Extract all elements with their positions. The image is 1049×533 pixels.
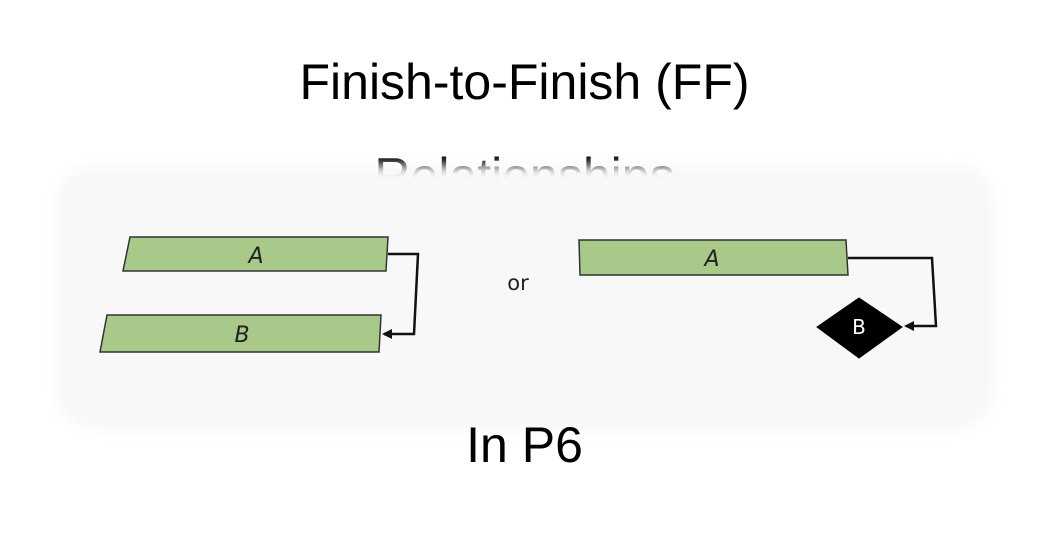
footer-caption: In P6 xyxy=(466,417,583,473)
diagram-background xyxy=(55,165,995,430)
left-bar-b-label: B xyxy=(234,323,249,348)
milestone-b-label: B xyxy=(852,315,866,339)
milestone-diamond-shape xyxy=(816,297,903,359)
title-line-1: Finish-to-Finish (FF) xyxy=(299,54,750,110)
right-milestone: B xyxy=(816,297,903,359)
right-bar-a-label: A xyxy=(702,247,719,272)
left-predecessor-bar: A xyxy=(122,236,389,272)
or-separator: or xyxy=(507,271,529,295)
right-ff-arrow xyxy=(848,256,938,331)
left-bar-b-shape xyxy=(99,314,382,353)
right-bar-a-shape xyxy=(578,239,849,276)
left-bar-a-shape xyxy=(122,236,389,272)
left-ff-arrow xyxy=(382,252,420,339)
left-successor-bar: B xyxy=(99,314,382,353)
left-bar-a-label: A xyxy=(246,244,263,269)
right-predecessor-bar: A xyxy=(578,239,849,276)
